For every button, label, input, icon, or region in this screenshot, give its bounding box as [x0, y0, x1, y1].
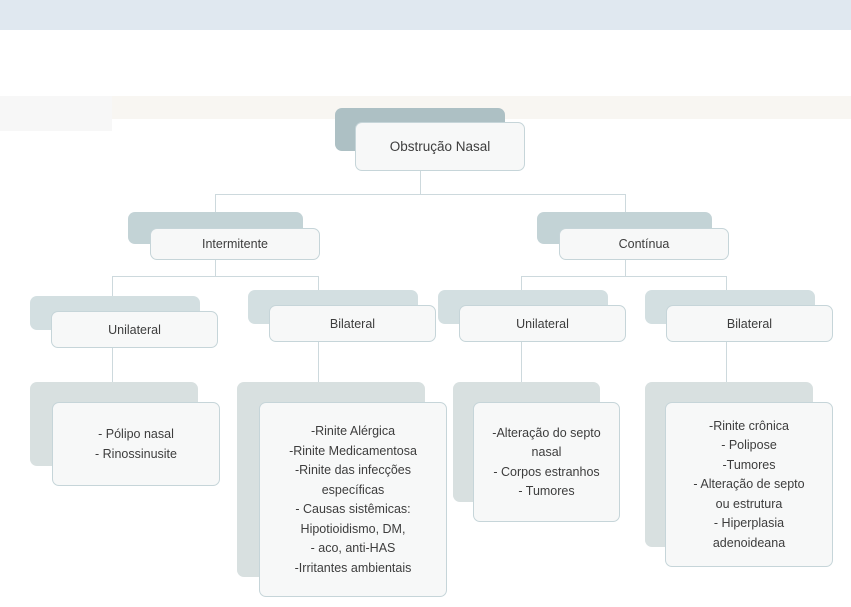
node-label: Bilateral: [329, 316, 376, 331]
node-card[interactable]: Intermitente: [150, 228, 320, 260]
leaf-line: -Alteração do septo: [492, 425, 601, 440]
leaf-line: -Rinite Medicamentosa: [289, 443, 417, 458]
node-label: Unilateral: [108, 322, 161, 337]
connector-root-bar: [215, 194, 626, 195]
leaf-line: -Tumores: [722, 457, 776, 472]
top-blue-band: [0, 0, 851, 30]
leaf-continua-bilateral[interactable]: -Rinite crônica - Polipose -Tumores - Alter…: [645, 382, 833, 567]
leaf-line: -Irritantes ambientais: [294, 560, 412, 575]
connector-to-intermitente: [215, 194, 216, 218]
leaf-card[interactable]: -Rinite crônica - Polipose -Tumores - Alter…: [665, 402, 833, 567]
leaf-line: - Alteração de septo: [693, 477, 805, 492]
leaf-line: - Causas sistêmicas:: [295, 502, 411, 516]
leaf-continua-unilateral[interactable]: -Alteração do septo nasal - Corpos estranh…: [453, 382, 620, 522]
node-card[interactable]: Unilateral: [459, 305, 626, 342]
node-card[interactable]: Bilateral: [666, 305, 833, 342]
leaf-line: - Corpos estranhos: [493, 464, 600, 479]
leaf-line-list: -Alteração do septo nasal - Corpos estranh…: [480, 423, 613, 501]
node-card[interactable]: Bilateral: [269, 305, 436, 342]
leaf-line: -Rinite das infecções: [294, 463, 412, 477]
leaf-intermitente-unilateral[interactable]: - Pólipo nasal - Rinossinusite: [30, 382, 220, 486]
connector-continua-bar: [521, 276, 726, 277]
node-card[interactable]: Contínua: [559, 228, 729, 260]
leaf-line: nasal: [531, 445, 562, 459]
leaf-line: - Tumores: [518, 484, 575, 498]
node-card[interactable]: Obstrução Nasal: [355, 122, 525, 171]
node-label: Obstrução Nasal: [389, 139, 491, 154]
node-continua-bilateral[interactable]: Bilateral: [645, 290, 833, 342]
leaf-line: -Rinite Alérgica: [310, 424, 396, 438]
node-label: Unilateral: [516, 316, 569, 331]
connector-to-continua: [625, 194, 626, 218]
leaf-line: - Pólipo nasal: [98, 427, 174, 441]
connector-to-con-unilateral: [521, 276, 522, 296]
leaf-line: - Polipose: [721, 438, 777, 453]
leaf-card[interactable]: -Alteração do septo nasal - Corpos estranh…: [473, 402, 620, 522]
leaf-line-list: -Rinite crônica - Polipose -Tumores - Alter…: [672, 416, 826, 553]
grey-band: [0, 96, 112, 131]
node-card[interactable]: Unilateral: [51, 311, 218, 348]
connector-to-int-unilateral: [112, 276, 113, 296]
node-intermitente[interactable]: Intermitente: [128, 212, 320, 260]
node-label: Contínua: [618, 237, 670, 251]
connector-int-bilateral-leaf: [318, 341, 319, 385]
connector-con-unilateral-leaf: [521, 341, 522, 385]
connector-intermitente-down: [215, 259, 216, 276]
leaf-line: - Hiperplasia: [713, 516, 785, 531]
leaf-line: - Rinossinusite: [95, 446, 177, 461]
connector-int-unilateral-leaf: [112, 348, 113, 385]
leaf-line-list: - Pólipo nasal - Rinossinusite: [59, 425, 213, 464]
node-intermitente-unilateral[interactable]: Unilateral: [30, 296, 218, 348]
node-continua-unilateral[interactable]: Unilateral: [438, 290, 626, 342]
connector-intermitente-bar: [112, 276, 319, 277]
leaf-line: - aco, anti-HAS: [310, 541, 396, 555]
connector-continua-down: [625, 259, 626, 276]
leaf-intermitente-bilateral[interactable]: -Rinite Alérgica -Rinite Medicamentosa -Ri…: [237, 382, 447, 597]
leaf-line: adenoideana: [712, 535, 786, 550]
leaf-line: -Rinite crônica: [709, 418, 789, 433]
node-label: Bilateral: [726, 316, 773, 331]
leaf-line: ou estrutura: [715, 496, 783, 511]
node-label: Intermitente: [201, 237, 268, 251]
leaf-line: específicas: [321, 482, 385, 497]
node-intermitente-bilateral[interactable]: Bilateral: [248, 290, 436, 342]
node-obstrucao-nasal[interactable]: Obstrução Nasal: [335, 108, 525, 171]
connector-root-down: [420, 170, 421, 194]
node-continua[interactable]: Contínua: [537, 212, 729, 260]
leaf-card[interactable]: - Pólipo nasal - Rinossinusite: [52, 402, 220, 486]
leaf-line-list: -Rinite Alérgica -Rinite Medicamentosa -Ri…: [266, 422, 440, 578]
connector-con-bilateral-leaf: [726, 341, 727, 385]
leaf-line: Hipotioidismo, DM,: [300, 521, 406, 536]
connector-to-con-bilateral: [726, 276, 727, 296]
connector-to-int-bilateral: [318, 276, 319, 296]
leaf-card[interactable]: -Rinite Alérgica -Rinite Medicamentosa -Ri…: [259, 402, 447, 597]
cream-band: [112, 96, 851, 119]
